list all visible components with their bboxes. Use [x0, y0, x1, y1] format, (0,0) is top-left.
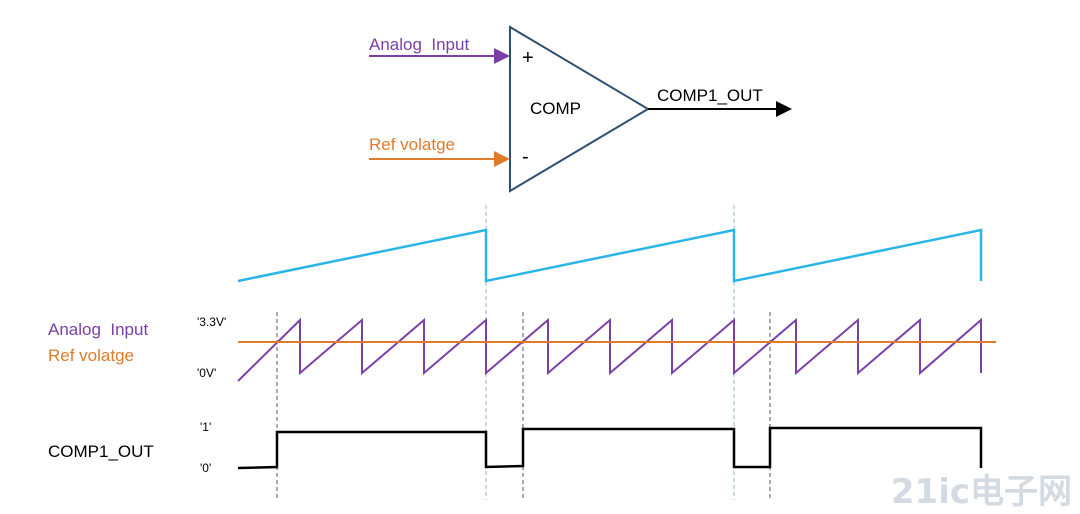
minus-input-label: Ref volatge: [369, 135, 455, 154]
level-high-label: '3.3V': [197, 315, 226, 329]
watermark-logo: 21ic电子网: [891, 472, 1072, 512]
level-low-label: '0V': [197, 366, 216, 380]
out-low-label: '0': [200, 461, 211, 475]
comparator-triangle: [509, 25, 650, 193]
comp-out-label: COMP1_OUT: [48, 442, 154, 461]
watermark-text: 21ic电子网: [891, 472, 1072, 512]
comparator-block: COMP + - Analog Input Ref volatge COMP1_…: [369, 25, 792, 193]
analog-input-label: Analog Input: [48, 320, 148, 339]
output-square-waveform: [237, 426, 983, 470]
minus-sign: -: [522, 146, 529, 168]
output-label: COMP1_OUT: [657, 86, 763, 105]
ramp-waveform: [237, 228, 983, 283]
plus-input-label: Analog Input: [369, 35, 469, 54]
out-high-label: '1': [200, 420, 211, 434]
comparator-label: COMP: [530, 99, 581, 118]
ref-voltage-label: Ref volatge: [48, 346, 134, 365]
analog-sawtooth-waveform: [237, 317, 982, 382]
plus-sign: +: [522, 47, 534, 69]
